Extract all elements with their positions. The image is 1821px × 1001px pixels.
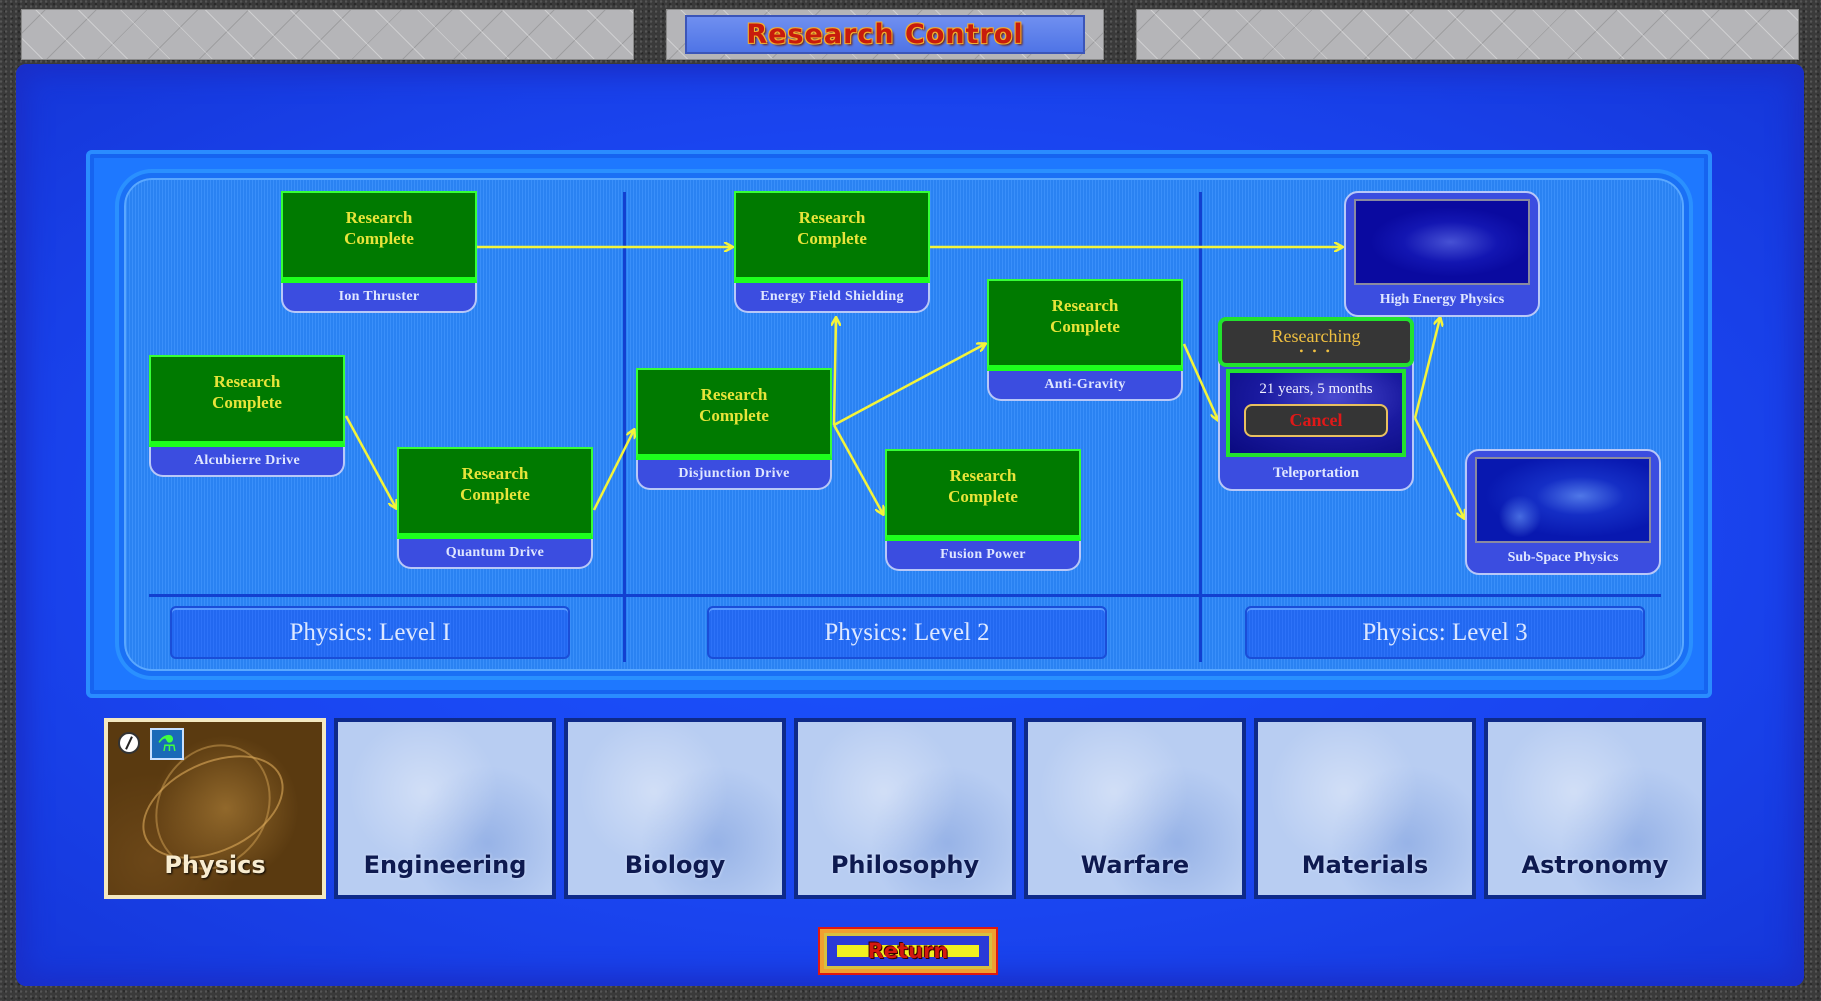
page-title: Research Control — [746, 19, 1024, 50]
level-label-text: Physics: Level I — [289, 618, 451, 646]
node-label: Ion Thruster — [281, 283, 477, 313]
tech-node-high-energy-physics[interactable]: High Energy Physics — [1344, 191, 1540, 317]
category-label: Materials — [1301, 851, 1429, 879]
node-label: Fusion Power — [885, 541, 1081, 571]
node-label: Alcubierre Drive — [149, 447, 345, 477]
node-label: High Energy Physics — [1379, 292, 1505, 307]
microscope-icon: ⚗ — [150, 728, 184, 760]
header-bar-right — [1136, 9, 1799, 60]
research-panel: 21 years, 5 months Cancel — [1226, 369, 1406, 457]
energy-plasma-image — [1354, 199, 1530, 285]
category-label: Warfare — [1080, 851, 1190, 879]
category-label: Physics — [164, 851, 266, 879]
level-baseline — [149, 594, 1661, 597]
category-tab-physics[interactable]: ⚗ Physics — [104, 718, 326, 899]
level-label-3: Physics: Level 3 — [1245, 606, 1645, 659]
header-title-frame: Research Control — [666, 9, 1104, 60]
level-divider-2 — [1199, 192, 1202, 662]
category-tab-warfare[interactable]: Warfare — [1024, 718, 1246, 899]
tech-node-sub-space-physics[interactable]: Sub-Space Physics — [1465, 449, 1661, 575]
category-tab-biology[interactable]: Biology — [564, 718, 786, 899]
title-plate: Research Control — [685, 15, 1085, 54]
subspace-nebula-image — [1475, 457, 1651, 543]
return-button-face: Return — [824, 933, 992, 969]
clock-icon — [118, 732, 140, 754]
node-label: Energy Field Shielding — [734, 283, 930, 313]
return-label: Return — [867, 939, 949, 963]
level-label-1: Physics: Level I — [170, 606, 570, 659]
category-label: Engineering — [363, 851, 527, 879]
category-tab-materials[interactable]: Materials — [1254, 718, 1476, 899]
category-label: Philosophy — [830, 851, 980, 879]
return-bar-decoration — [837, 945, 979, 957]
progress-dots: • • • — [1299, 344, 1333, 358]
node-label: Quantum Drive — [397, 539, 593, 569]
node-label: Anti-Gravity — [987, 371, 1183, 401]
category-label: Biology — [624, 851, 726, 879]
node-label: Teleportation — [1272, 464, 1360, 481]
node-label: Sub-Space Physics — [1507, 550, 1619, 565]
level-label-2: Physics: Level 2 — [707, 606, 1107, 659]
header-bar-left — [21, 9, 634, 60]
research-body: 21 years, 5 months Cancel Teleportation — [1218, 361, 1414, 491]
category-tab-engineering[interactable]: Engineering — [334, 718, 556, 899]
level-label-text: Physics: Level 2 — [824, 618, 990, 646]
tech-node-teleportation[interactable]: Researching • • • 21 years, 5 months Can… — [1218, 317, 1414, 491]
level-label-text: Physics: Level 3 — [1362, 618, 1528, 646]
researching-status: Researching • • • — [1218, 317, 1414, 367]
node-label: Disjunction Drive — [636, 460, 832, 490]
category-tab-philosophy[interactable]: Philosophy — [794, 718, 1016, 899]
category-label: Astronomy — [1521, 851, 1669, 879]
level-divider-1 — [623, 192, 626, 662]
category-tab-astronomy[interactable]: Astronomy — [1484, 718, 1706, 899]
cancel-research-button[interactable]: Cancel — [1244, 404, 1388, 437]
return-button[interactable]: Return — [818, 927, 998, 975]
time-remaining: 21 years, 5 months — [1259, 381, 1373, 397]
researching-label: Researching — [1271, 326, 1361, 346]
